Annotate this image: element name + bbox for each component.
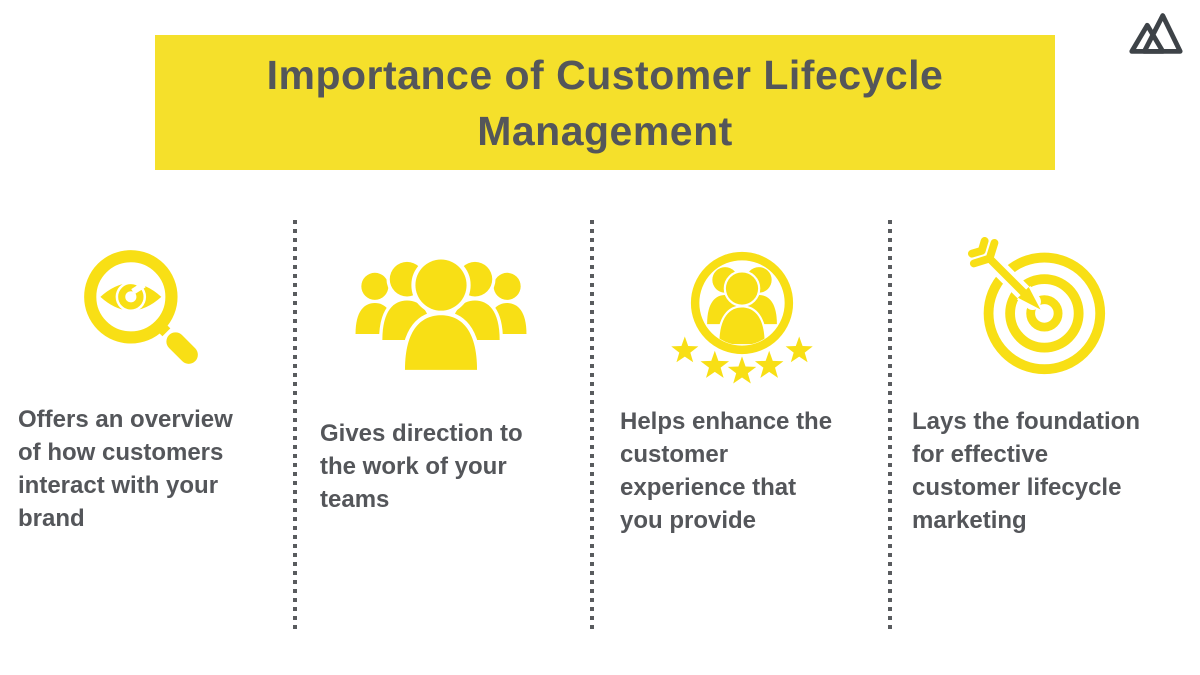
page-title: Importance of Customer Lifecycle Managem… [266,51,944,154]
title-banner: Importance of Customer Lifecycle Managem… [155,35,1055,170]
team-crowd-icon [352,255,530,370]
mountain-peaks-logo-icon [1129,13,1183,54]
column-text-experience: Helps enhance the customer experience th… [620,408,833,534]
customer-rating-stars-icon [671,251,813,384]
dotted-separator [888,220,892,630]
magnifier-eye-icon [84,250,198,364]
column-text-foundation: Lays the foundation for effective custom… [912,408,1140,534]
dotted-separator [293,220,297,630]
column-text-direction: Gives direction to the work of your team… [320,420,523,513]
column-text-overview: Offers an overview of how customers inte… [18,406,233,532]
target-arrow-icon [968,237,1106,375]
dotted-separator [590,220,594,630]
